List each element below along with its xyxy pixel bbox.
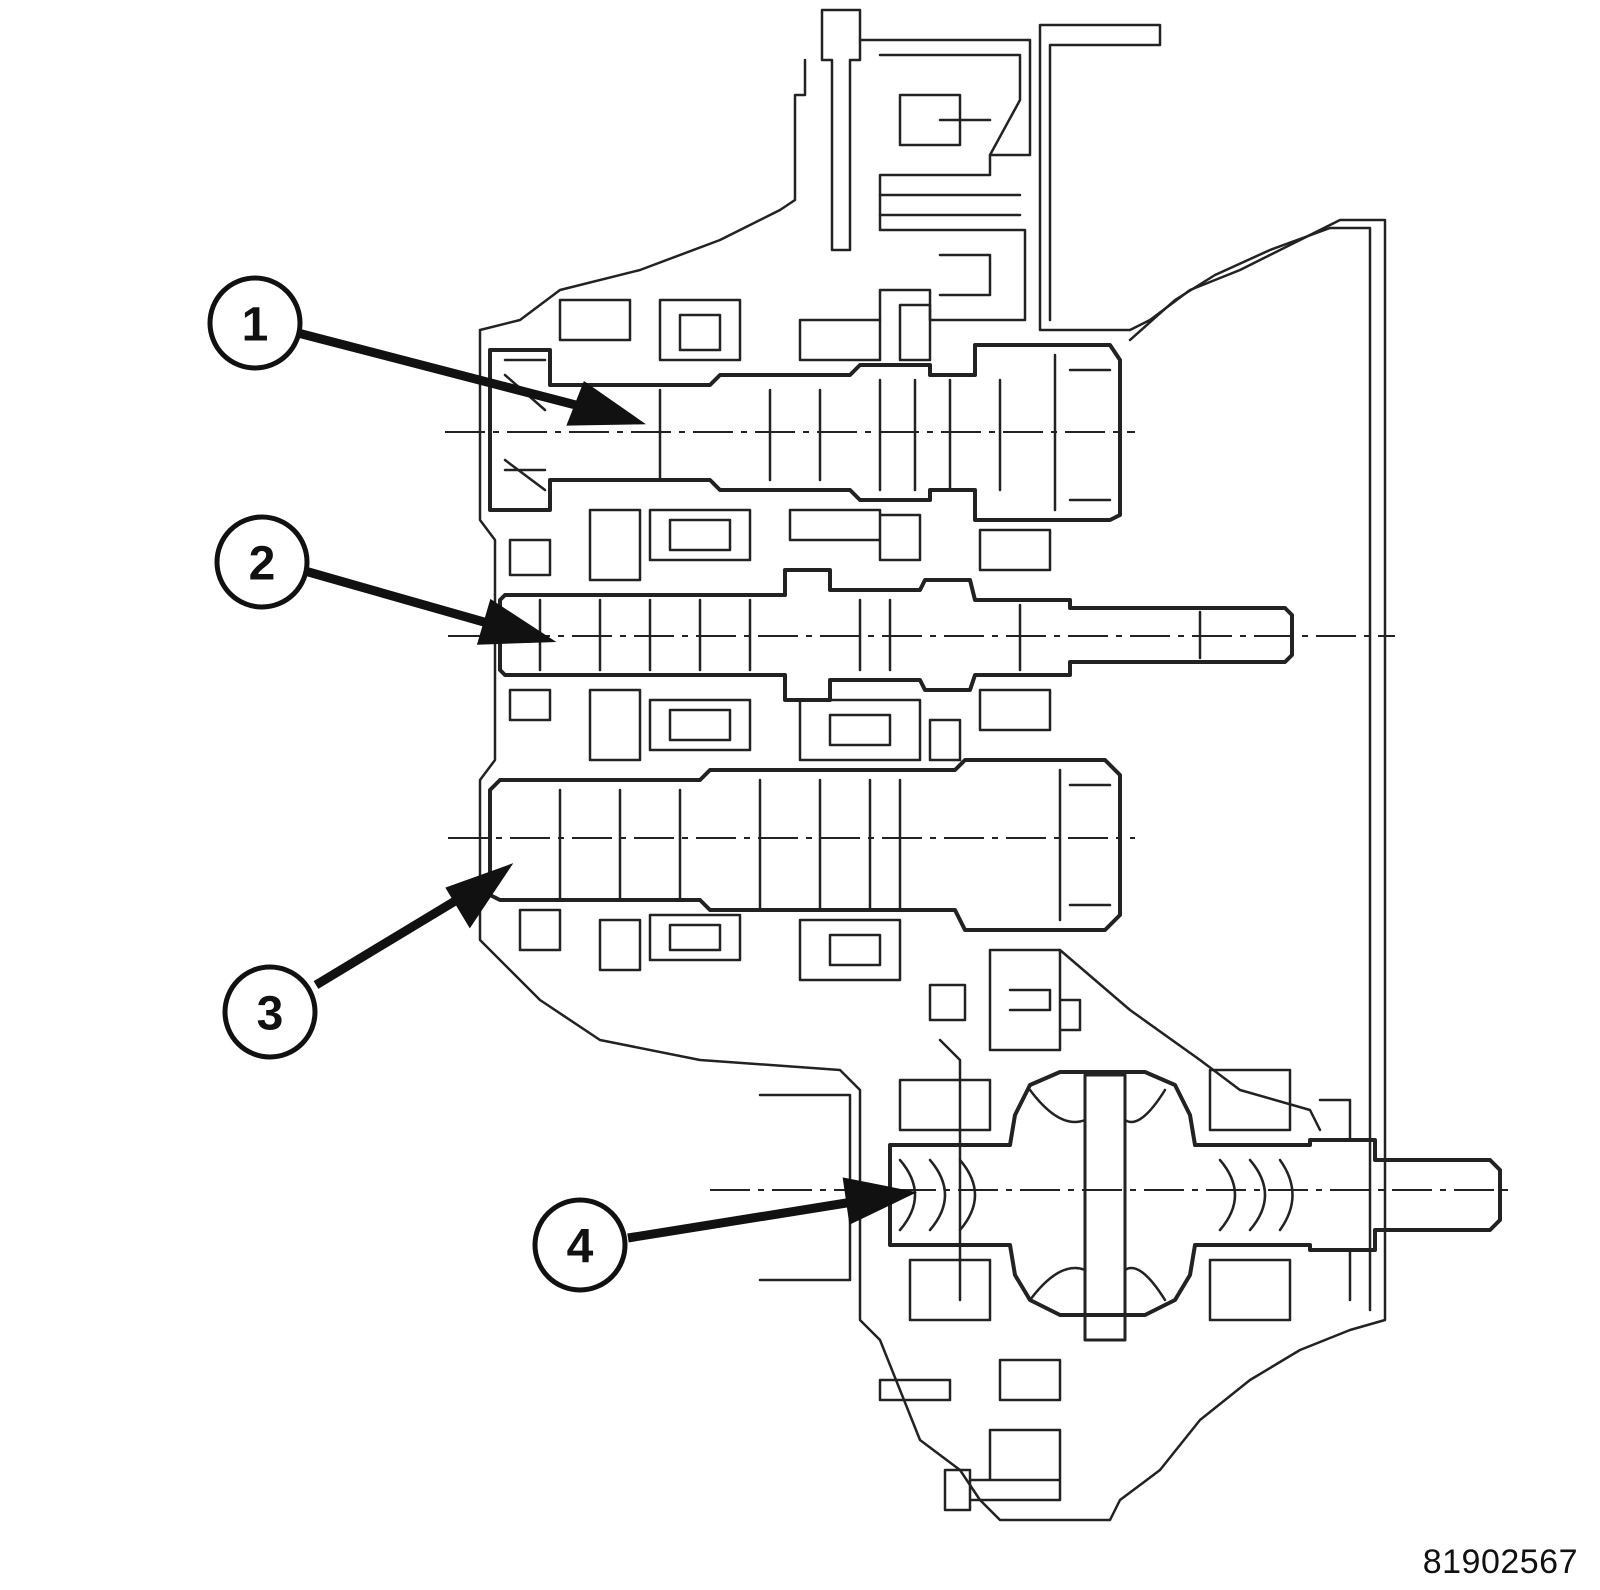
differential-gears xyxy=(898,1088,1294,1302)
callout-circle-1 xyxy=(207,275,303,371)
callout-arrow-2 xyxy=(303,566,507,633)
differential-pinion-shaft xyxy=(1083,1073,1127,1342)
callout-circle-4 xyxy=(532,1197,628,1293)
callout-number-1: 1 xyxy=(242,299,269,352)
top-bolt-boss xyxy=(820,8,862,252)
callout-number-4: 4 xyxy=(567,1221,594,1274)
differential-housing xyxy=(888,1070,1502,1317)
callout-arrow-4 xyxy=(627,1195,866,1243)
top-housing-block xyxy=(858,38,1032,322)
callout-arrowhead-4 xyxy=(842,1177,918,1225)
callout-circle-3 xyxy=(222,964,318,1060)
callout-arrowhead-3 xyxy=(445,863,514,929)
input-shaft xyxy=(488,343,1122,522)
housing-inner-right xyxy=(1128,226,1372,1312)
figure-id: 81902567 xyxy=(1422,1543,1578,1581)
input-gears-lower xyxy=(588,508,1052,582)
callout-arrow-1 xyxy=(296,328,597,415)
intermediate-gears xyxy=(508,538,1052,762)
differential-surrounds xyxy=(758,1068,1352,1512)
housing-outline xyxy=(478,23,1387,1522)
output-gears xyxy=(518,908,967,1022)
input-gears-upper xyxy=(558,298,932,362)
callout-number-3: 3 xyxy=(257,988,284,1041)
top-housing-detail xyxy=(878,53,1022,297)
callout-arrow-3 xyxy=(313,888,473,989)
output-shaft-detail xyxy=(558,768,1112,922)
callout-arrowhead-2 xyxy=(476,598,557,645)
callout-circle-2 xyxy=(214,514,310,610)
callout-number-2: 2 xyxy=(249,538,276,591)
output-shaft xyxy=(488,758,1122,932)
transfer-area xyxy=(938,948,1322,1302)
callout-arrowhead-1 xyxy=(566,381,647,426)
